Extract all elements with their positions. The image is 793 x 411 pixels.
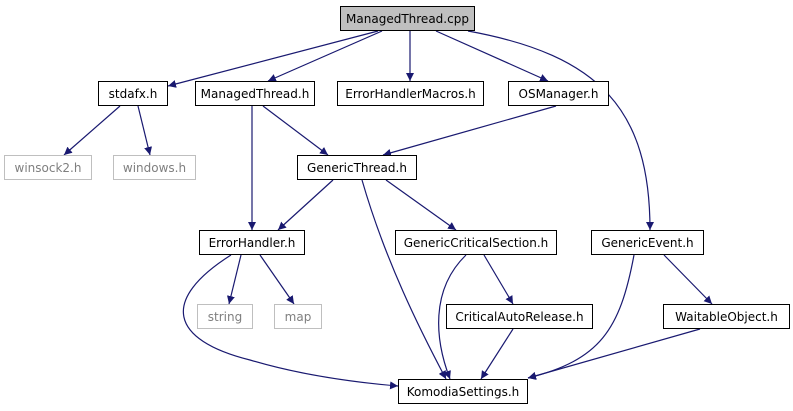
node-error-handler-h[interactable]: ErrorHandler.h — [199, 230, 305, 255]
node-map[interactable]: map — [274, 304, 322, 329]
node-error-handler-macros-h[interactable]: ErrorHandlerMacros.h — [337, 81, 484, 106]
node-os-manager-h[interactable]: OSManager.h — [508, 81, 609, 106]
edge-critical-auto-release-h-to-komodia-settings-h — [480, 328, 514, 380]
node-string[interactable]: string — [197, 304, 253, 329]
node-stdafx-h[interactable]: stdafx.h — [98, 81, 168, 106]
edge-generic-event-h-to-waitable-object-h — [663, 254, 713, 305]
node-winsock2-h[interactable]: winsock2.h — [4, 155, 92, 180]
edge-managed-thread-cpp-to-os-manager-h — [435, 30, 549, 82]
edge-error-handler-h-to-string — [227, 254, 242, 305]
node-managed-thread-h[interactable]: ManagedThread.h — [195, 81, 315, 106]
edge-generic-thread-h-to-generic-critical-section-h — [385, 179, 457, 231]
edge-stdafx-h-to-winsock2-h — [63, 105, 121, 156]
edge-managed-thread-cpp-to-managed-thread-h — [267, 30, 383, 82]
edge-generic-thread-h-to-error-handler-h — [277, 179, 334, 231]
edge-waitable-object-h-to-komodia-settings-h — [527, 328, 701, 380]
edge-managed-thread-h-to-generic-thread-h — [262, 105, 329, 156]
node-managed-thread-cpp[interactable]: ManagedThread.cpp — [340, 6, 475, 31]
edge-generic-thread-h-to-komodia-settings-h — [361, 179, 447, 380]
node-generic-thread-h[interactable]: GenericThread.h — [297, 155, 417, 180]
edge-managed-thread-cpp-to-generic-event-h — [467, 30, 654, 231]
node-komodia-settings-h[interactable]: KomodiaSettings.h — [398, 379, 528, 404]
node-critical-auto-release-h[interactable]: CriticalAutoRelease.h — [446, 304, 593, 329]
node-generic-event-h[interactable]: GenericEvent.h — [591, 230, 704, 255]
edge-generic-critical-section-h-to-critical-auto-release-h — [483, 254, 514, 305]
node-generic-critical-section-h[interactable]: GenericCriticalSection.h — [395, 230, 557, 255]
edge-error-handler-h-to-map — [259, 254, 295, 305]
node-windows-h[interactable]: windows.h — [113, 155, 196, 180]
node-waitable-object-h[interactable]: WaitableObject.h — [663, 304, 790, 329]
edge-os-manager-h-to-generic-thread-h — [382, 105, 557, 157]
edge-stdafx-h-to-windows-h — [137, 105, 152, 156]
edge-error-handler-h-to-komodia-settings-h — [182, 254, 399, 390]
edge-generic-critical-section-h-to-komodia-settings-h — [438, 254, 467, 380]
edge-managed-thread-cpp-to-stdafx-h — [167, 30, 379, 88]
